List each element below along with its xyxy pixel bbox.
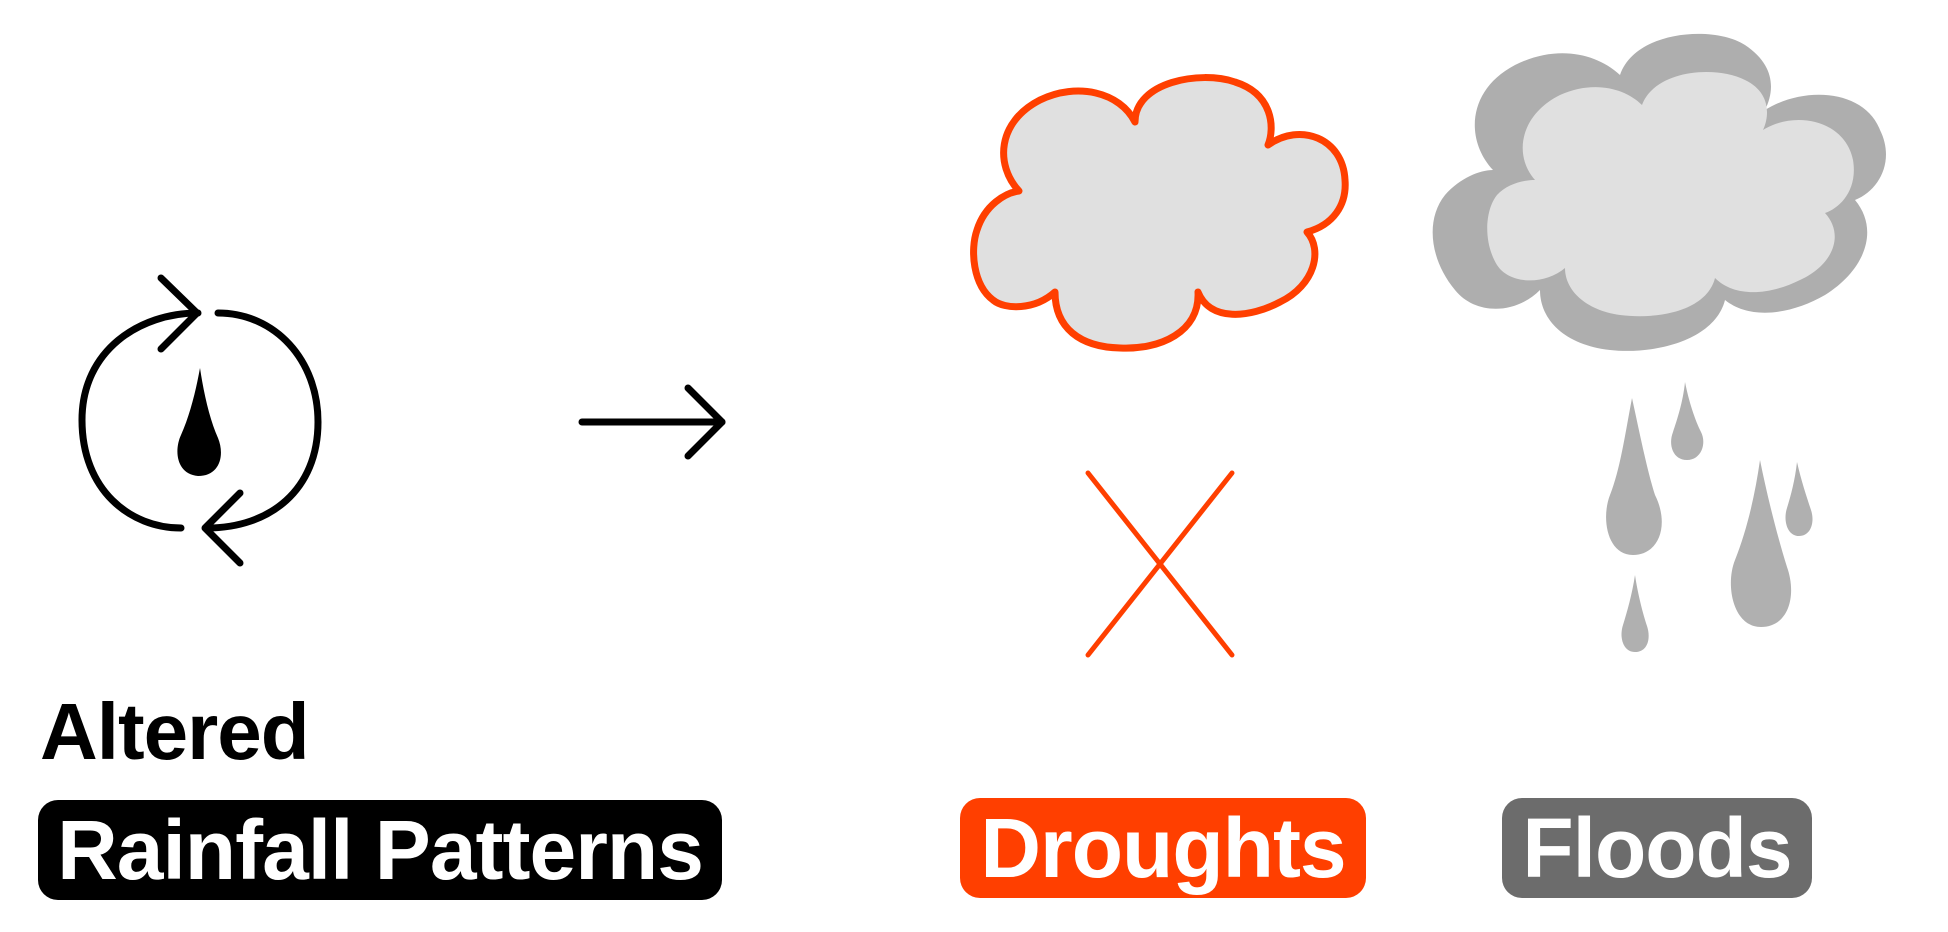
rain-cloud-icon	[1432, 33, 1886, 652]
drought-cloud-icon	[970, 74, 1349, 352]
no-rain-cross-icon	[1085, 470, 1235, 658]
right-arrow-icon	[578, 384, 726, 460]
altered-label: Altered	[40, 687, 310, 776]
droughts-label: Droughts	[960, 798, 1366, 898]
rainfall-cycle-icon	[78, 274, 322, 567]
floods-label: Floods	[1502, 798, 1812, 898]
rainfall-patterns-label: Rainfall Patterns	[38, 800, 722, 900]
